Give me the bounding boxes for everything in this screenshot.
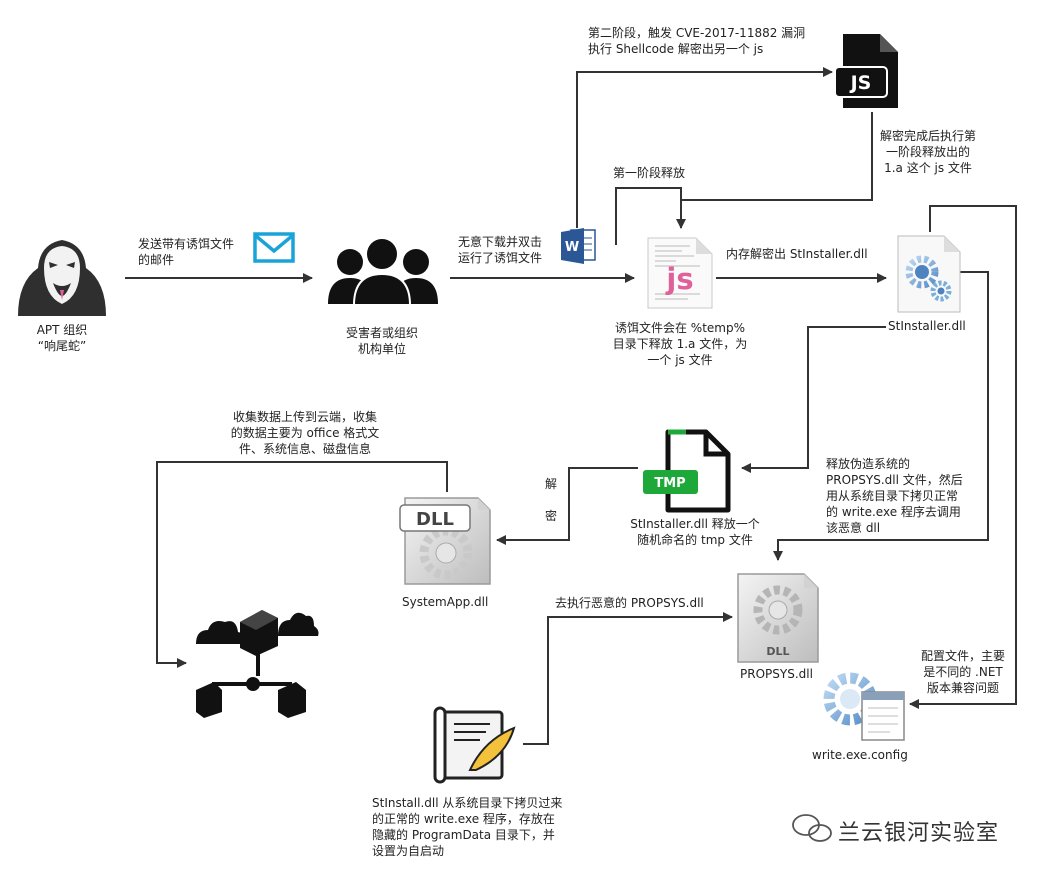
propsys-dll-icon-text: DLL <box>766 645 789 658</box>
memory-decrypt-label: 内存解密出 StInstaller.dll <box>726 247 868 261</box>
connectors <box>125 67 1017 745</box>
send-email-label: 发送带有诱饵文件 的邮件 <box>138 237 235 267</box>
systemapp-dll-label: SystemApp.dll <box>402 595 489 609</box>
arrow-stinstaller-to-tmp <box>741 326 886 473</box>
tmp-icon-text: TMP <box>654 476 685 491</box>
arrow-js-to-lure-decrypt <box>681 112 873 201</box>
scroll-quill-icon <box>433 706 516 784</box>
arrow-word-to-lure-stage1 <box>615 187 686 245</box>
watermark-text: 兰云银河实验室 <box>838 821 1000 846</box>
download-open-label: 无意下载并双击 运行了诱饵文件 <box>458 235 543 265</box>
arrow-word-to-js-stage2 <box>576 67 833 228</box>
apt-group-label: APT 组织 “响尾蛇” <box>36 323 88 353</box>
stinstaller-dll-icon <box>897 235 961 313</box>
js-icon-text: JS <box>849 72 872 94</box>
decrypt-after-label: 解密完成后执行第 一阶段释放出的 1.a 这个 js 文件 <box>879 129 976 175</box>
arrow-systemapp-to-cloud <box>156 461 448 668</box>
word-icon-letter: W <box>565 240 579 255</box>
exec-propsys-label: 去执行恶意的 PROPSYS.dll <box>555 596 704 610</box>
cloud-network-icon <box>196 610 319 718</box>
email-icon <box>253 232 295 263</box>
stinstaller-dll-label: StInstaller.dll <box>888 319 966 333</box>
config-gear-icon <box>823 672 905 741</box>
release-fake-propsys-label: 释放伪造系统的 PROPSYS.dll 文件，然后 用从系统目录下拷贝正常 的 … <box>826 457 963 535</box>
decrypt-vertical-label: 解 密 <box>545 477 558 523</box>
tmp-release-label: StInstaller.dll 释放一个 随机命名的 tmp 文件 <box>630 517 760 547</box>
wechat-icon <box>792 814 832 842</box>
stage1-label: 第一阶段释放 <box>613 166 686 180</box>
arrow-tmp-to-systemapp <box>496 467 638 545</box>
arrow-stinstaller-to-propsys <box>773 271 989 561</box>
lure-js-icon-text: js <box>665 262 693 296</box>
arrow-scroll-to-propsys <box>523 612 733 745</box>
arrow-stinstaller-to-writeconfig <box>909 205 1017 709</box>
hacker-icon <box>18 240 106 316</box>
word-document-icon: W <box>561 228 596 264</box>
lure-js-file-icon: js <box>647 237 713 309</box>
propsys-dll-icon: DLL <box>737 573 819 663</box>
victim-label: 受害者或组织 机构单位 <box>345 326 418 356</box>
systemapp-dll-icon: DLL <box>399 497 491 585</box>
write-exe-config-label: write.exe.config <box>812 748 908 762</box>
js-file-icon: JS <box>834 34 898 108</box>
propsys-dll-label: PROPSYS.dll <box>740 667 813 681</box>
dll-icon-text: DLL <box>416 509 454 530</box>
victim-group-icon <box>328 237 438 306</box>
stage2-label: 第二阶段，触发 CVE-2017-11882 漏洞 执行 Shellcode 解… <box>588 26 806 56</box>
collect-upload-label: 收集数据上传到云端，收集 的数据主要为 office 格式文 件、系统信息、磁盘… <box>230 410 380 456</box>
tmp-file-icon: TMP <box>643 429 731 513</box>
stinstall-copy-label: StInstall.dll 从系统目录下拷贝过来 的正常的 write.exe … <box>372 796 563 858</box>
lure-temp-label: 诱饵文件会在 %temp% 目录下释放 1.a 文件，为 一个 js 文件 <box>612 321 748 367</box>
config-description-label: 配置文件，主要 是不同的 .NET 版本兼容问题 <box>920 649 1005 695</box>
